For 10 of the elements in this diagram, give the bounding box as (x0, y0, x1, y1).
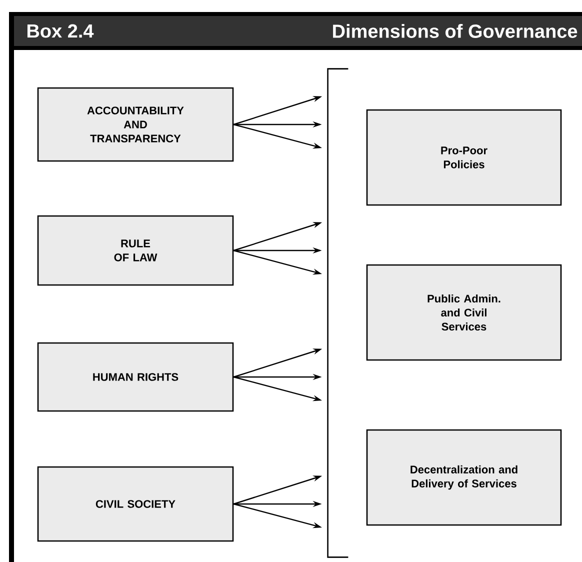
header-title: Dimensions of Governance (333, 24, 578, 38)
concept-box: Pro-Poor Policies (366, 109, 562, 206)
box-number: Box 2.4 (27, 24, 94, 38)
concept-box: HUMAN RIGHTS (37, 342, 234, 412)
concept-box: Public Admin. and Civil Services (366, 264, 562, 361)
concept-box: Decentralization and Delivery of Services (366, 429, 562, 526)
concept-box: CIVIL SOCIETY (37, 466, 234, 542)
concept-box: ACCOUNTABILITY AND TRANSPARENCY (37, 87, 234, 162)
concept-box: RULE OF LAW (37, 215, 234, 286)
bracket (327, 68, 348, 558)
